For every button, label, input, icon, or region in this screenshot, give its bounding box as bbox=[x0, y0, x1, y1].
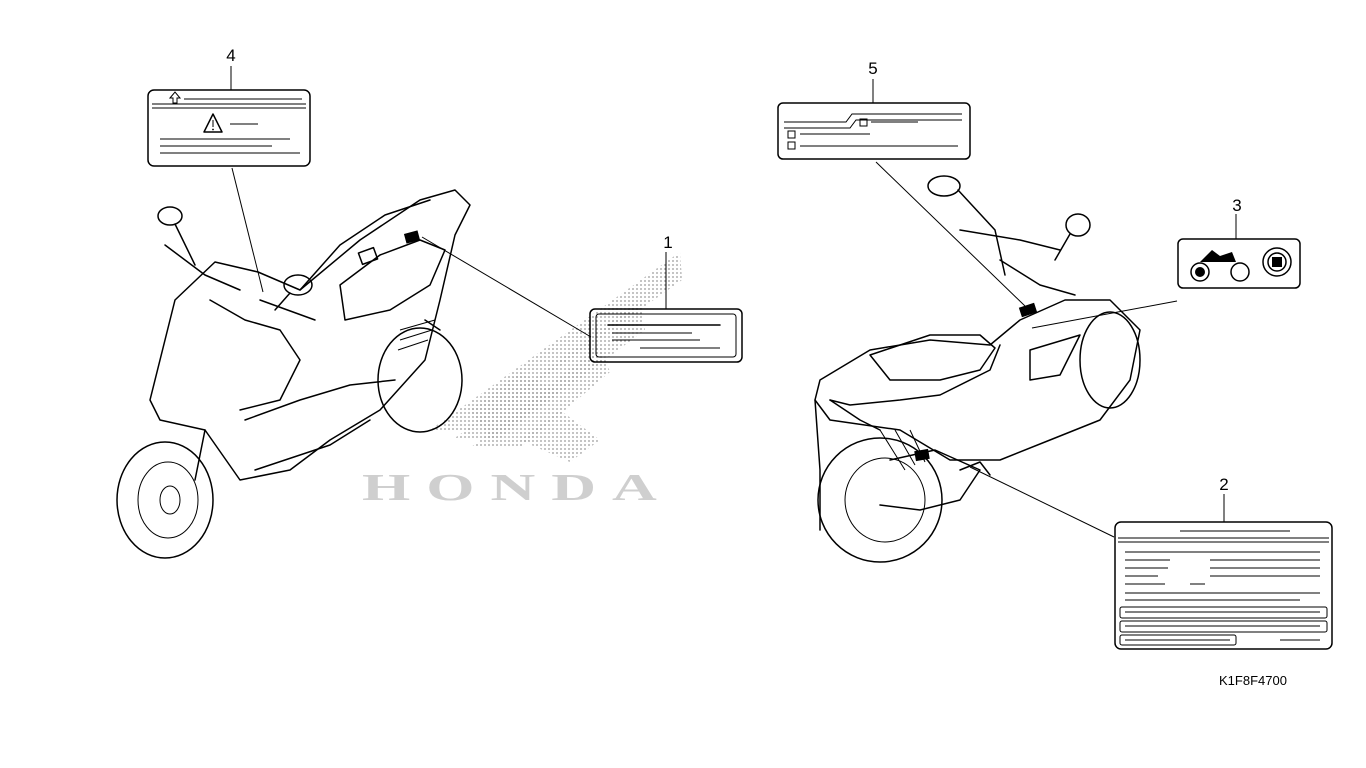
honda-watermark-text: HONDA bbox=[362, 466, 673, 509]
leader-1 bbox=[421, 236, 592, 338]
label-4-warning bbox=[147, 89, 311, 167]
callout-5: 5 bbox=[868, 59, 878, 78]
label-3-decal bbox=[1177, 238, 1301, 289]
arrow-up-icon bbox=[168, 91, 182, 104]
leader-2 bbox=[969, 466, 1115, 538]
warning-triangle-icon bbox=[203, 113, 223, 133]
scooter-rear-view bbox=[814, 175, 1141, 563]
callout-3: 3 bbox=[1232, 196, 1242, 215]
leader-3 bbox=[1031, 300, 1178, 329]
callout-2: 2 bbox=[1219, 475, 1229, 494]
leader-5 bbox=[875, 161, 1026, 307]
diagram-code: K1F8F4700 bbox=[1219, 673, 1287, 688]
label-2-spec-plate bbox=[1114, 521, 1333, 650]
leader-lines bbox=[230, 66, 1237, 538]
honda-wing-logo bbox=[430, 252, 682, 462]
gauge-icon bbox=[1262, 247, 1292, 277]
abs-icon bbox=[1190, 262, 1210, 282]
motorcycle-icon bbox=[1200, 250, 1236, 262]
label-5 bbox=[777, 102, 971, 160]
callout-4: 4 bbox=[226, 46, 236, 65]
leader-4 bbox=[231, 167, 264, 293]
callout-1: 1 bbox=[663, 233, 673, 252]
